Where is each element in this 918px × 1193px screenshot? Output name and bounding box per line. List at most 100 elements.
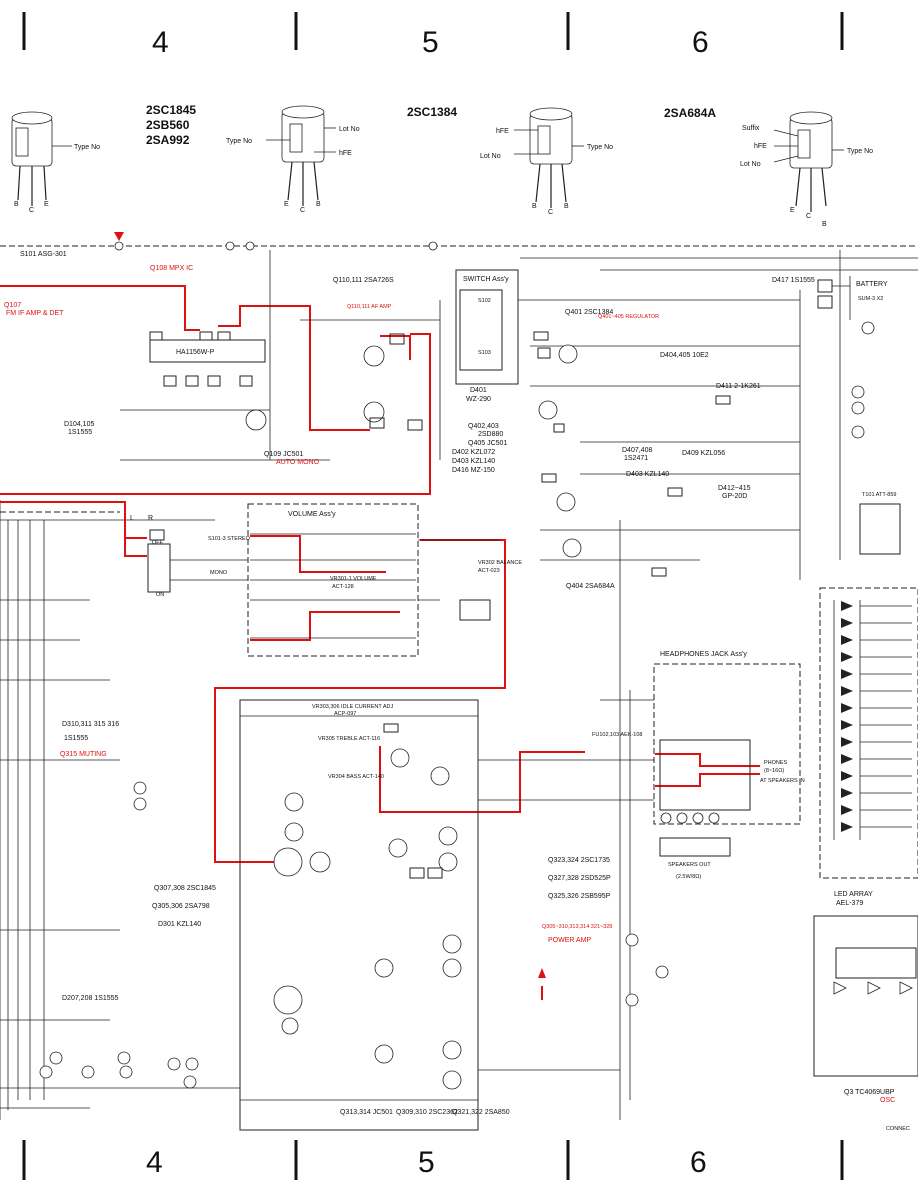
pin-label: B — [564, 203, 569, 210]
switch-assy-title: SWITCH Ass'y — [463, 276, 509, 283]
switch-assy: SWITCH Ass'y S102 S103 D401 WZ-290 — [455, 269, 519, 403]
headphones-part: PHONES — [764, 760, 788, 766]
supply-bus — [0, 232, 918, 271]
led-diode-icon — [841, 669, 853, 679]
volume-assy-title: VOLUME Ass'y — [288, 511, 336, 518]
legend-4-lot-no: Lot No — [740, 161, 761, 168]
d407-part: 1S2471 — [624, 455, 648, 462]
led-diode-icon — [841, 635, 853, 645]
fm-if-label: FM IF AMP & DET — [6, 310, 64, 317]
q325-label: Q325,326 2SB595P — [548, 893, 611, 900]
d407-label: D407,408 — [622, 447, 652, 454]
vr304-label: VR304 BASS ACT-140 — [328, 774, 384, 780]
battery-part: SUM-3 X2 — [858, 296, 883, 302]
power-amp-section — [239, 699, 479, 1131]
q402-label: Q402,403 — [468, 423, 499, 430]
d412-label: D412~415 — [718, 485, 751, 492]
led-diode-icon — [841, 652, 853, 662]
q3-label: Q3 TC4069UBP — [844, 1089, 895, 1096]
vr303-label: VR303,306 IDLE CURRENT ADJ — [312, 704, 393, 710]
pin-label: C — [548, 209, 553, 216]
switch-part: S102 — [478, 298, 491, 304]
connect-label: CONNEC — [886, 1126, 910, 1132]
led-diode-icon — [841, 805, 853, 815]
q315-muting: Q315 MUTING — [60, 751, 107, 758]
on-label: ON — [156, 592, 164, 598]
legend-part-2sc1384: 2SC1384 — [407, 105, 457, 119]
legend-2-hfe: hFE — [339, 150, 352, 157]
d310-part: 1S1555 — [64, 735, 88, 742]
legend-3-lot-no: Lot No — [480, 153, 501, 160]
q405-label: Q405 JC501 — [468, 440, 507, 447]
legend-4-suffix: Suffix — [742, 125, 760, 132]
q309-label: Q309,310 2SC2362 — [396, 1109, 458, 1116]
pin-label: B — [316, 201, 321, 208]
led-diode-icon — [841, 720, 853, 730]
transistor-legend-4: Suffix hFE Lot No Type No E C B — [740, 111, 873, 228]
d411-label: D411 2-1K261 — [716, 383, 761, 390]
grid-col-4-top: 4 — [152, 26, 169, 59]
battery-label: BATTERY — [856, 281, 888, 288]
d403-label: D403 KZL140 — [452, 458, 495, 465]
legend-2-type-no: Type No — [226, 138, 252, 145]
grid-col-6-top: 6 — [692, 26, 709, 59]
q107-label: Q107 — [4, 302, 21, 309]
legend-2-lot-no: Lot No — [339, 126, 360, 133]
d104-part: 1S1555 — [68, 429, 92, 436]
d402-label: D402 KZL072 — [452, 449, 495, 456]
fu-label: FU102,103 AEK-108 — [592, 732, 642, 738]
headphones-jack-assy: HEADPHONES JACK Ass'y PHONES (8~16Ω) AT … — [653, 651, 805, 880]
right-wires — [478, 520, 669, 1120]
q305-red-label: Q305~310,313,314 321~328 — [542, 924, 612, 930]
led-array — [819, 587, 918, 879]
led-diode-icon — [841, 601, 853, 611]
legend-3-type-no: Type No — [587, 144, 613, 151]
switch-part: D401 — [470, 387, 487, 394]
led-diode-icon — [841, 618, 853, 628]
led-diode-icon — [841, 737, 853, 747]
q110-label: Q110,111 2SA726S — [333, 277, 394, 284]
pin-label: B — [14, 201, 19, 208]
d409-label: D409 KZL056 — [682, 450, 725, 457]
transistor-legend-2: Type No Lot No hFE E C B — [226, 105, 360, 214]
q323-label: Q323,324 2SC1735 — [548, 857, 610, 864]
volume-part: ACT-128 — [332, 584, 354, 590]
q305-label: Q305,306 2SA798 — [152, 903, 210, 910]
q109-label: Q109 JC501 — [264, 451, 303, 458]
l-marker: L — [130, 515, 134, 522]
q110-q111 — [245, 300, 441, 460]
volume-assy: VOLUME Ass'y VR301-1 VOLUME ACT-128 VR30… — [247, 503, 522, 657]
transistor-legend-left: Type No B C E — [11, 111, 100, 214]
regulator-section — [518, 250, 841, 580]
off-label: OFF — [152, 540, 164, 546]
mono-label: MONO — [210, 570, 228, 576]
led-array-part: AEL-379 — [836, 900, 863, 907]
legend-3-hfe: hFE — [496, 128, 509, 135]
q313-label: Q313,314 JC501 — [340, 1109, 393, 1116]
d301-label: D301 KZL140 — [158, 921, 201, 928]
led-diode-icon — [841, 788, 853, 798]
legend-part-2sc1845: 2SC1845 — [146, 103, 196, 117]
vr303-part: ACP-097 — [334, 711, 356, 717]
q110-af-amp: Q110,111 AF AMP — [347, 304, 392, 310]
s101-label: S101 ASG-301 — [20, 251, 67, 258]
vr305-label: VR305 TREBLE ACT-116 — [318, 736, 380, 742]
legend-4-type-no: Type No — [847, 148, 873, 155]
s101-selector — [147, 529, 248, 593]
legend-part-2sa992: 2SA992 — [146, 133, 190, 147]
led-diode-icon — [841, 771, 853, 781]
d416-label: D416 MZ-150 — [452, 467, 495, 474]
volume-part: VR302 BALANCE — [478, 560, 522, 566]
battery-section — [817, 276, 901, 555]
power-amp-label: POWER AMP — [548, 937, 592, 944]
grid-dividers — [22, 12, 844, 1180]
q404-label: Q404 2SA684A — [566, 583, 615, 590]
q402-part: 2SD880 — [478, 431, 503, 438]
pin-label: B — [532, 203, 537, 210]
bottom-connectors — [0, 781, 240, 1109]
q108-label: Q108 MPX IC — [150, 265, 193, 272]
d412-part: GP-20D — [722, 493, 747, 500]
grid-col-5-top: 5 — [422, 26, 439, 59]
